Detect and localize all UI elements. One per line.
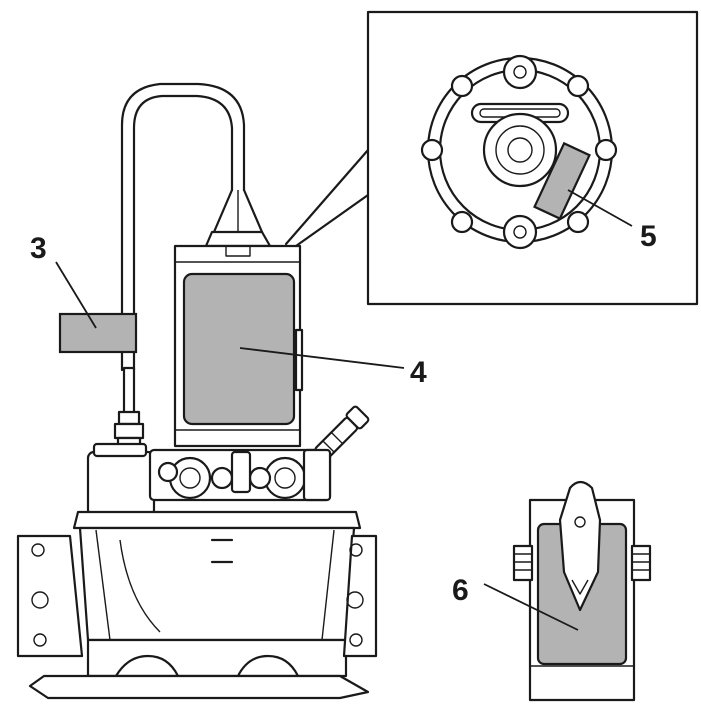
cable-fitting (113, 366, 145, 452)
callout-4: 4 (410, 356, 427, 389)
leader-3 (55, 261, 97, 329)
callout-6: 6 (452, 574, 469, 607)
main-unit (16, 82, 378, 700)
callouts: 3 4 5 6 (30, 220, 657, 607)
callout-3: 3 (30, 232, 47, 265)
label-3-area (58, 312, 138, 354)
solenoid-body (173, 244, 304, 448)
leader-4 (239, 347, 405, 369)
label-5-area (533, 141, 591, 221)
mounting-brackets (16, 534, 378, 700)
label-4-area (182, 272, 296, 426)
cable (120, 82, 272, 372)
reservoir (72, 510, 362, 678)
detail-view-6 (512, 480, 652, 702)
leader-6 (483, 583, 579, 631)
flange-end-view (420, 54, 618, 250)
valve-block (86, 405, 370, 518)
leader-lines (55, 189, 633, 631)
callout-5: 5 (640, 220, 657, 253)
leader-5 (567, 189, 633, 227)
detail-inset (284, 10, 699, 306)
